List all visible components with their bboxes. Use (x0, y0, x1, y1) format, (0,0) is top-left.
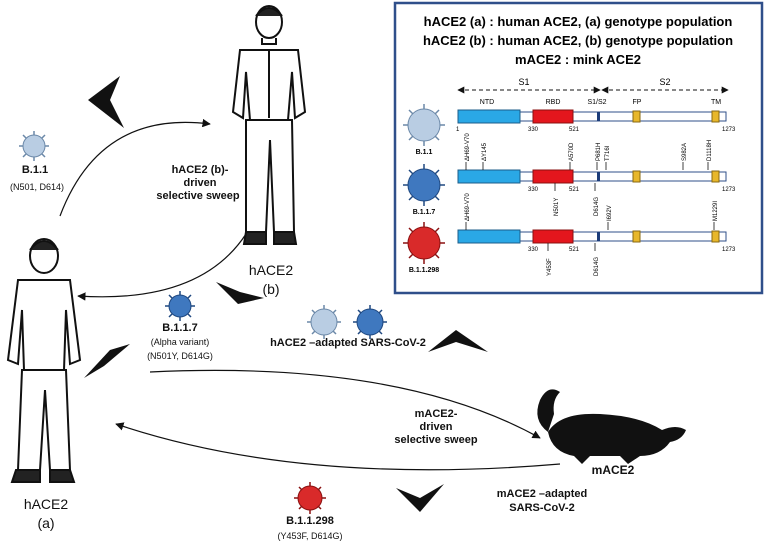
hace2-a-sublabel: (a) (37, 515, 55, 531)
pos-end: 1273 (722, 247, 736, 253)
legend-line-1: hACE2 (a) : human ACE2, (a) genotype pop… (424, 14, 733, 29)
b11-mutations: (N501, D614) (9, 182, 65, 192)
hace2-b-sublabel: (b) (262, 281, 280, 297)
b117-name: B.1.1.7 (162, 322, 198, 334)
virus-icon-b11-panel (403, 104, 445, 146)
fp-domain (632, 170, 641, 183)
mace2-adapted-line2: SARS-CoV-2 (509, 502, 575, 514)
s1s2-site (597, 232, 600, 241)
boomerang-icon (396, 484, 444, 512)
rbd-domain (532, 169, 574, 184)
fp-label: FP (633, 99, 642, 106)
hace2-adapted-label: hACE2 –adapted SARS-CoV-2 (270, 337, 426, 349)
panel-b11-label: B.1.1 (416, 149, 433, 156)
pos-521: 521 (569, 247, 580, 253)
virus-icon-b117-panel (403, 164, 445, 206)
virus-icon-b117 (165, 291, 195, 321)
mutation-label: N501Y (554, 198, 560, 216)
fp-domain (632, 230, 641, 243)
fp-domain (632, 110, 641, 123)
mutation-label: T716I (605, 145, 611, 161)
mutation-label: S982A (682, 143, 688, 161)
ntd-domain (457, 229, 521, 244)
legend-line-3: mACE2 : mink ACE2 (515, 52, 641, 67)
hace2-a-label: hACE2 (23, 496, 69, 512)
mutation-label: D1118H (707, 140, 713, 161)
mutation-label: A570D (569, 142, 575, 161)
mutation-label: Y453F (547, 258, 553, 276)
tm-domain (711, 110, 720, 123)
boomerang-icon (88, 76, 124, 128)
panel-b298-label: B.1.1.298 (409, 267, 439, 274)
hace2-b-label: hACE2 (248, 262, 294, 278)
spike-row-b11: 1 330 521 1273 (456, 109, 736, 133)
arrow-mink-to-ha (115, 422, 561, 471)
ntd-domain (457, 109, 521, 124)
mace2-sweep-line2: driven (419, 421, 453, 433)
arrow-b11-to-hb (59, 118, 211, 217)
boomerang-icon (216, 282, 264, 304)
pos-330: 330 (528, 247, 539, 253)
human-a-icon (6, 238, 82, 483)
pos-end: 1273 (722, 187, 736, 193)
mace2-sweep-line3: selective sweep (394, 434, 478, 446)
hb-sweep-line1: hACE2 (b)- (171, 164, 229, 176)
b117-mutations: (N501Y, D614G) (147, 351, 213, 361)
s1-label: S1 (518, 77, 529, 87)
pos-521: 521 (569, 187, 580, 193)
spike-row-b298: 330 521 1273 ΔH69-V70 Y453F D614G I692V … (457, 193, 736, 276)
tm-label: TM (711, 99, 721, 106)
human-b-icon (231, 5, 307, 245)
mutation-label: I692V (607, 205, 613, 221)
s2-label: S2 (659, 77, 670, 87)
arrow-ha-to-mink (149, 369, 541, 439)
mutation-label: D614G (594, 257, 600, 276)
pos-330: 330 (528, 127, 539, 133)
tm-domain (711, 170, 720, 183)
mace2-adapted-line1: mACE2 –adapted (496, 488, 588, 500)
spike-row-b117: 330 521 1273 ΔH69-V70 ΔY145 N501Y A570D … (457, 133, 736, 216)
mink-icon (537, 389, 686, 464)
mutation-label: P681H (596, 143, 602, 161)
arrow-hb-to-ha (77, 233, 247, 301)
boomerang-icon (84, 344, 130, 378)
pos-521: 521 (569, 127, 580, 133)
hb-sweep-line3: selective sweep (156, 190, 240, 202)
virus-icon-b298 (294, 482, 326, 514)
boomerang-icon (428, 330, 488, 352)
virus-icon-b11 (19, 131, 49, 161)
mutation-label: ΔH69-V70 (465, 133, 471, 161)
mutation-label: ΔY145 (482, 142, 488, 161)
s1s2-site (597, 112, 600, 121)
virus-icon-hadapted-light (307, 305, 341, 339)
ntd-label: NTD (480, 99, 494, 106)
b11298-name: B.1.1.298 (286, 515, 334, 527)
virus-icon-hadapted-dark (353, 305, 387, 339)
pos-330: 330 (528, 187, 539, 193)
legend-line-2: hACE2 (b) : human ACE2, (b) genotype pop… (423, 33, 733, 48)
mace2-label: mACE2 (591, 463, 635, 477)
virus-icon-b298-panel (403, 222, 445, 264)
pos-start: 1 (456, 127, 460, 133)
mutation-label: D614G (594, 197, 600, 216)
pos-end: 1273 (722, 127, 736, 133)
tm-domain (711, 230, 720, 243)
legend-box (393, 1, 764, 295)
mutation-label: M1229I (713, 201, 719, 221)
mace2-sweep-line1: mACE2- (414, 408, 458, 420)
hb-sweep-line2: driven (183, 177, 217, 189)
rbd-domain (532, 109, 574, 124)
panel-b117-label: B.1.1.7 (413, 209, 436, 216)
s1s2-label: S1/S2 (587, 99, 606, 106)
ntd-domain (457, 169, 521, 184)
b117-alpha: (Alpha variant) (150, 337, 210, 347)
rbd-label: RBD (546, 99, 561, 106)
b11298-mutations: (Y453F, D614G) (277, 531, 343, 541)
b11-name: B.1.1 (21, 164, 49, 176)
rbd-domain (532, 229, 574, 244)
s1s2-site (597, 172, 600, 181)
mutation-label: ΔH69-V70 (465, 193, 471, 221)
